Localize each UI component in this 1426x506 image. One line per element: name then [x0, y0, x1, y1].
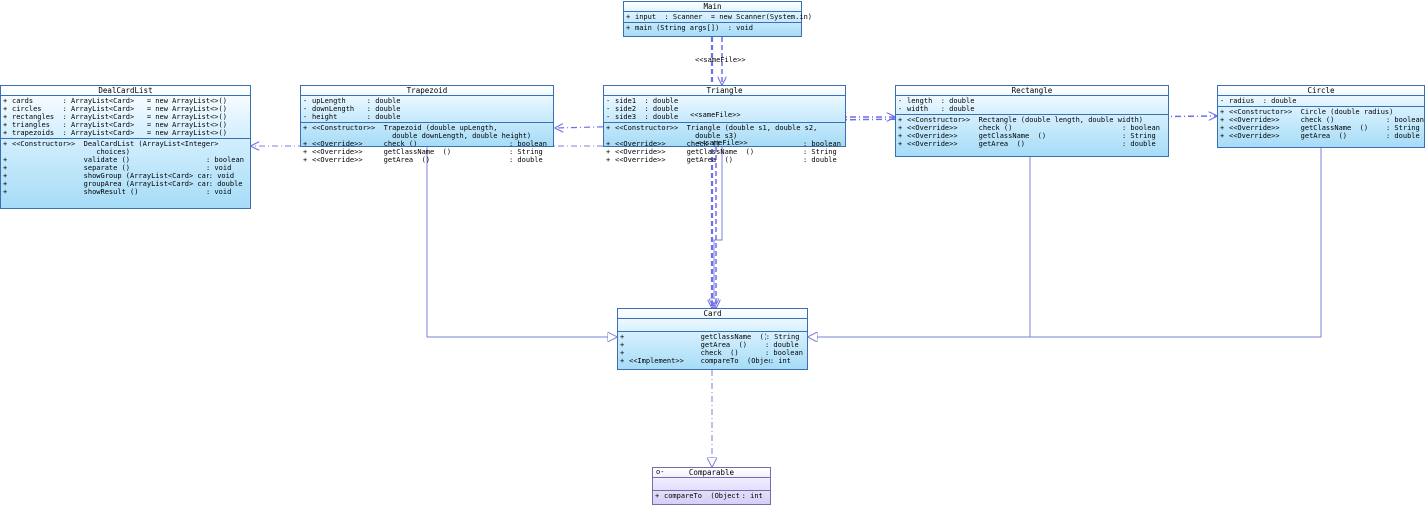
operation: +<<Constructor>> Trapezoid (double upLen…	[303, 124, 532, 140]
class-trapezoid[interactable]: Trapezoid -upLength : double -downLength…	[300, 85, 554, 164]
attributes: -side1 : double -side2 : double -side3 :…	[604, 96, 845, 123]
class-name: DealCardList	[1, 86, 250, 96]
attribute: -radius : double	[1220, 97, 1297, 105]
class-triangle[interactable]: Triangle -side1 : double -side2 : double…	[603, 85, 846, 164]
samefile-label: <<sameFile>>	[695, 56, 746, 64]
operation: + groupArea (ArrayList<Card> cards): dou…	[3, 180, 243, 188]
attributes: +input : Scanner = new Scanner(System.in…	[624, 12, 813, 23]
attributes	[653, 478, 770, 491]
interface-marker-icon: o-	[656, 468, 665, 476]
operation: +<<Constructor>> DealCardList (ArrayList…	[3, 140, 219, 156]
edge-rectangle-card	[808, 157, 1031, 337]
attributes: +cards : ArrayList<Card> = new ArrayList…	[1, 96, 250, 139]
edge-circle-card	[808, 148, 1322, 337]
class-name: Rectangle	[896, 86, 1168, 96]
operations: +<<Constructor>> Trapezoid (double upLen…	[301, 123, 553, 165]
operation: +<<Override>> getArea (): double	[303, 156, 543, 164]
attribute: -side1 : double	[606, 97, 679, 105]
class-name: Circle	[1218, 86, 1424, 96]
operations: +<<Constructor>> Triangle (double s1, do…	[604, 123, 845, 165]
edge-trapezoid-card	[426, 147, 617, 337]
attribute: +rectangles : ArrayList<Card> = new Arra…	[3, 113, 227, 121]
class-name: Card	[618, 309, 807, 319]
operation: + showResult (): void	[3, 188, 232, 196]
operation: +<<Override>> getArea (): double	[898, 140, 1156, 148]
operation: +<<Implement>> compareTo (Object o): int	[620, 357, 791, 365]
operations: +compareTo (Object o): int	[653, 491, 770, 501]
operations: +<<Constructor>> Circle (double radius) …	[1218, 107, 1424, 141]
attribute: +triangles : ArrayList<Card> = new Array…	[3, 121, 227, 129]
edge-triangle-card	[714, 147, 723, 308]
class-name: Trapezoid	[301, 86, 553, 96]
operation: +<<Override>> getArea (): double	[1220, 132, 1420, 140]
operations: +main (String args[]) : void	[624, 23, 801, 33]
operation: +main (String args[]) : void	[626, 24, 754, 32]
class-name: Main	[624, 2, 801, 12]
operation: + showGroup (ArrayList<Card> cards): voi…	[3, 172, 235, 180]
attribute: -length : double	[898, 97, 975, 105]
interface-comparable[interactable]: o- Comparable +compareTo (Object o): int	[652, 467, 771, 505]
operations: + getClassName (): String + getArea (): …	[618, 332, 807, 366]
attribute: -side3 : double	[606, 113, 679, 121]
class-circle[interactable]: Circle -radius : double +<<Constructor>>…	[1217, 85, 1425, 148]
operation: +<<Override>> getClassName (): String	[303, 148, 543, 156]
operation: +<<Override>> check (): boolean	[1220, 116, 1424, 124]
class-name: Triangle	[604, 86, 845, 96]
attribute: +cards : ArrayList<Card> = new ArrayList…	[3, 97, 227, 105]
operation: +compareTo (Object o): int	[655, 492, 763, 500]
class-rectangle[interactable]: Rectangle -length : double -width : doub…	[895, 85, 1169, 157]
operation: +<<Override>> getClassName (): String	[606, 148, 837, 156]
samefile-label: <<sameFile>>	[690, 111, 741, 119]
attributes: -upLength : double -downLength : double …	[301, 96, 553, 123]
operations: +<<Constructor>> Rectangle (double lengt…	[896, 115, 1168, 149]
operation: +<<Override>> getArea (): double	[606, 156, 837, 164]
attributes	[618, 319, 807, 332]
operation: +<<Constructor>> Rectangle (double lengt…	[898, 116, 1144, 124]
operation: + check (): boolean	[620, 349, 803, 357]
attributes: -length : double -width : double	[896, 96, 1168, 115]
attribute: -side2 : double	[606, 105, 679, 113]
operation: +<<Override>> check (): boolean	[606, 140, 841, 148]
attribute: +circles : ArrayList<Card> = new ArrayLi…	[3, 105, 227, 113]
operation: + separate (): void	[3, 164, 232, 172]
operation: + validate (): boolean	[3, 156, 244, 164]
operation: +<<Constructor>> Triangle (double s1, do…	[606, 124, 818, 140]
samefile-label: <<sameFile>>	[697, 139, 748, 147]
attribute: +input : Scanner = new Scanner(System.in…	[626, 13, 813, 21]
operation: +<<Override>> getClassName (): String	[1220, 124, 1420, 132]
attribute: -downLength : double	[303, 105, 401, 113]
operation: + getArea (): double	[620, 341, 799, 349]
attribute: -height : double	[303, 113, 401, 121]
attributes: -radius : double	[1218, 96, 1424, 107]
class-dealcardlist[interactable]: DealCardList +cards : ArrayList<Card> = …	[0, 85, 251, 209]
operations: +<<Constructor>> DealCardList (ArrayList…	[1, 139, 250, 197]
operation: + getClassName (): String	[620, 333, 800, 341]
class-card[interactable]: Card + getClassName (): String + getArea…	[617, 308, 808, 370]
class-main[interactable]: Main +input : Scanner = new Scanner(Syst…	[623, 1, 813, 37]
operation: +<<Override>> getClassName (): String	[898, 132, 1156, 140]
operation: +<<Override>> check (): boolean	[898, 124, 1160, 132]
operation: +<<Override>> check (): boolean	[303, 140, 547, 148]
interface-header: o- Comparable	[653, 468, 770, 478]
class-name: Comparable	[688, 468, 735, 477]
attribute: -upLength : double	[303, 97, 401, 105]
attribute: +trapezoids : ArrayList<Card> = new Arra…	[3, 129, 227, 137]
operation: +<<Constructor>> Circle (double radius)	[1220, 108, 1394, 116]
attribute: -width : double	[898, 105, 975, 113]
